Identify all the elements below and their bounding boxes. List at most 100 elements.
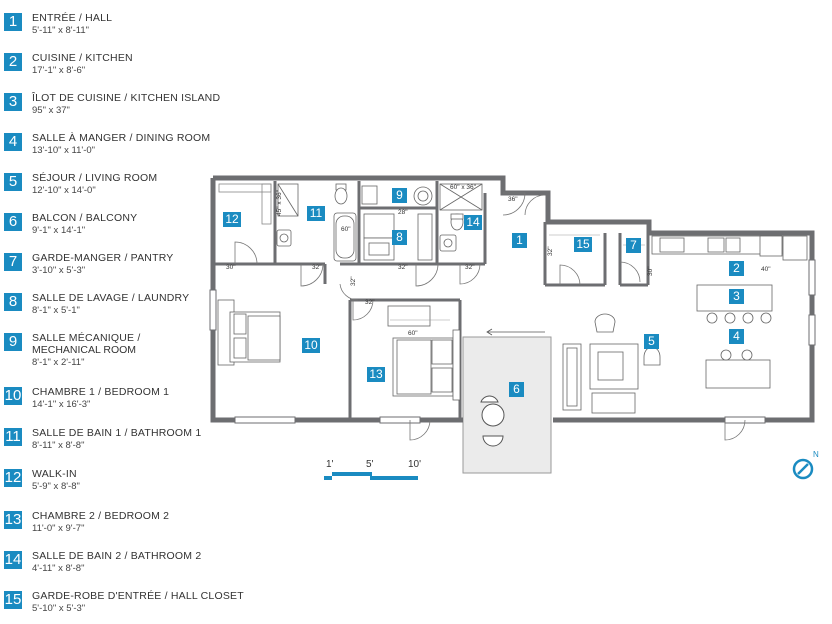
- legend-room-name: CHAMBRE 1 / BEDROOM 1: [32, 386, 170, 398]
- legend-number: 2: [4, 53, 22, 71]
- legend-room-name: BALCON / BALCONY: [32, 212, 138, 224]
- room-marker-3: 3: [729, 289, 744, 304]
- legend-room-name: CUISINE / KITCHEN: [32, 52, 133, 64]
- legend-number: 3: [4, 93, 22, 111]
- legend-item: 8 SALLE DE LAVAGE / LAUNDRY 8'-1" x 5'-1…: [4, 290, 244, 326]
- scale-label-1ft: 1': [326, 459, 334, 470]
- legend-item: 9 SALLE MÉCANIQUE / MECHANICAL ROOM 8'-1…: [4, 330, 244, 378]
- room-marker-2: 2: [729, 261, 744, 276]
- room-marker-13: 13: [367, 367, 385, 382]
- legend-room-dimensions: 11'-0" x 9'-7": [32, 523, 85, 534]
- legend-room-name-line2: MECHANICAL ROOM: [32, 344, 137, 356]
- balcony-chair: [480, 395, 499, 403]
- bedroom-2-bed: [387, 305, 461, 401]
- legend-room-name: WALK-IN: [32, 468, 77, 480]
- legend-item: 12 WALK-IN 5'-9" x 8'-8": [4, 466, 244, 502]
- legend-room-dimensions: 5'-10" x 5'-3": [32, 603, 86, 614]
- legend-number: 13: [4, 511, 22, 529]
- legend-room-name: SALLE MÉCANIQUE /: [32, 332, 141, 344]
- room-marker-12: 12: [223, 212, 241, 227]
- legend-number: 15: [4, 591, 22, 609]
- legend-room-dimensions: 8'-1" x 5'-1": [32, 305, 80, 316]
- legend-item: 13 CHAMBRE 2 / BEDROOM 2 11'-0" x 9'-7": [4, 508, 244, 544]
- legend-room-dimensions: 8'-1" x 2'-11": [32, 357, 85, 368]
- legend-number: 6: [4, 213, 22, 231]
- closet-length-note: 60": [408, 330, 418, 337]
- legend-number: 12: [4, 469, 22, 487]
- legend-item: 15 GARDE-ROBE D'ENTRÉE / HALL CLOSET 5'-…: [4, 588, 244, 624]
- legend-number: 9: [4, 333, 22, 351]
- legend-room-name: GARDE-ROBE D'ENTRÉE / HALL CLOSET: [32, 590, 244, 602]
- room-marker-11: 11: [307, 206, 325, 221]
- door-width-note: 32": [465, 264, 475, 271]
- door-width-note: 32": [398, 264, 408, 271]
- bedroom-1-bed: [217, 299, 281, 366]
- legend-room-dimensions: 5'-9" x 8'-8": [32, 481, 80, 492]
- legend-room-dimensions: 95" x 37": [32, 105, 70, 116]
- legend-number: 8: [4, 293, 22, 311]
- scale-label-5ft: 5': [366, 459, 374, 470]
- room-marker-1: 1: [512, 233, 527, 248]
- legend-number: 11: [4, 428, 22, 446]
- legend-room-name: SÉJOUR / LIVING ROOM: [32, 172, 158, 184]
- shower-size-note: 45" x 36": [276, 190, 283, 216]
- door-width-note: 28": [398, 209, 408, 216]
- door-width-note: 30": [226, 264, 236, 271]
- legend-room-dimensions: 4'-11" x 8'-8": [32, 563, 85, 574]
- door-swings: [234, 192, 746, 441]
- legend-number: 7: [4, 253, 22, 271]
- north-compass-icon: [792, 458, 814, 480]
- legend-number: 4: [4, 133, 22, 151]
- legend-item: 6 BALCON / BALCONY 9'-1" x 14'-1": [4, 210, 244, 246]
- legend-room-dimensions: 17'-1" x 8'-6": [32, 65, 86, 76]
- room-marker-4: 4: [729, 329, 744, 344]
- legend-item: 11 SALLE DE BAIN 1 / BATHROOM 1 8'-11" x…: [4, 425, 244, 461]
- legend-item: 10 CHAMBRE 1 / BEDROOM 1 14'-1" x 16'-3": [4, 384, 244, 420]
- legend-room-dimensions: 8'-11" x 8'-8": [32, 440, 85, 451]
- counter-note: 40": [761, 266, 771, 273]
- legend-room-dimensions: 9'-1" x 14'-1": [32, 225, 86, 236]
- door-width-note: 32": [547, 246, 554, 256]
- legend-number: 1: [4, 13, 22, 31]
- legend-room-name: CHAMBRE 2 / BEDROOM 2: [32, 510, 170, 522]
- legend-item: 7 GARDE-MANGER / PANTRY 3'-10" x 5'-3": [4, 250, 244, 286]
- door-width-note: 32": [312, 264, 322, 271]
- legend-room-name: SALLE DE BAIN 1 / BATHROOM 1: [32, 427, 202, 439]
- door-width-note: 36": [508, 196, 518, 203]
- scale-label-10ft: 10': [408, 459, 422, 470]
- room-marker-6: 6: [509, 382, 524, 397]
- legend-number: 5: [4, 173, 22, 191]
- legend-room-name: SALLE À MANGER / DINING ROOM: [32, 132, 211, 144]
- room-marker-9: 9: [392, 188, 407, 203]
- room-marker-5: 5: [644, 334, 659, 349]
- legend-room-dimensions: 14'-1" x 16'-3": [32, 399, 91, 410]
- mechanical-laundry-fixtures: [361, 185, 433, 261]
- legend-room-name: SALLE DE BAIN 2 / BATHROOM 2: [32, 550, 202, 562]
- door-width-note: 30": [647, 266, 654, 276]
- balcony-chair: [482, 435, 504, 447]
- walk-in-shelves: [218, 183, 272, 225]
- room-marker-7: 7: [626, 238, 641, 253]
- legend-room-dimensions: 5'-11" x 8'-11": [32, 25, 90, 36]
- legend-room-name: GARDE-MANGER / PANTRY: [32, 252, 174, 264]
- legend-room-dimensions: 13'-10" x 11'-0": [32, 145, 96, 156]
- legend-item: 4 SALLE À MANGER / DINING ROOM 13'-10" x…: [4, 130, 244, 166]
- balcony-door-arrow: [486, 328, 545, 336]
- room-marker-15: 15: [574, 237, 592, 252]
- tub-length-note: 60": [341, 226, 351, 233]
- shower-size-note: 60" x 36": [450, 184, 476, 191]
- balcony-area: [462, 336, 552, 474]
- legend-item: 14 SALLE DE BAIN 2 / BATHROOM 2 4'-11" x…: [4, 548, 244, 584]
- scale-bar: [324, 472, 418, 480]
- bathroom-2-fixtures: [439, 183, 483, 252]
- legend-item: 2 CUISINE / KITCHEN 17'-1" x 8'-6": [4, 50, 244, 86]
- legend-item: 1 ENTRÉE / HALL 5'-11" x 8'-11": [4, 10, 244, 46]
- legend-room-dimensions: 3'-10" x 5'-3": [32, 265, 86, 276]
- legend-item: 3 ÎLOT DE CUISINE / KITCHEN ISLAND 95" x…: [4, 90, 244, 126]
- compass-north-label: N: [813, 450, 819, 459]
- legend-item: 5 SÉJOUR / LIVING ROOM 12'-10" x 14'-0": [4, 170, 244, 206]
- kitchen-fixtures: [651, 235, 808, 389]
- room-marker-10: 10: [302, 338, 320, 353]
- legend-room-dimensions: 12'-10" x 14'-0": [32, 185, 96, 196]
